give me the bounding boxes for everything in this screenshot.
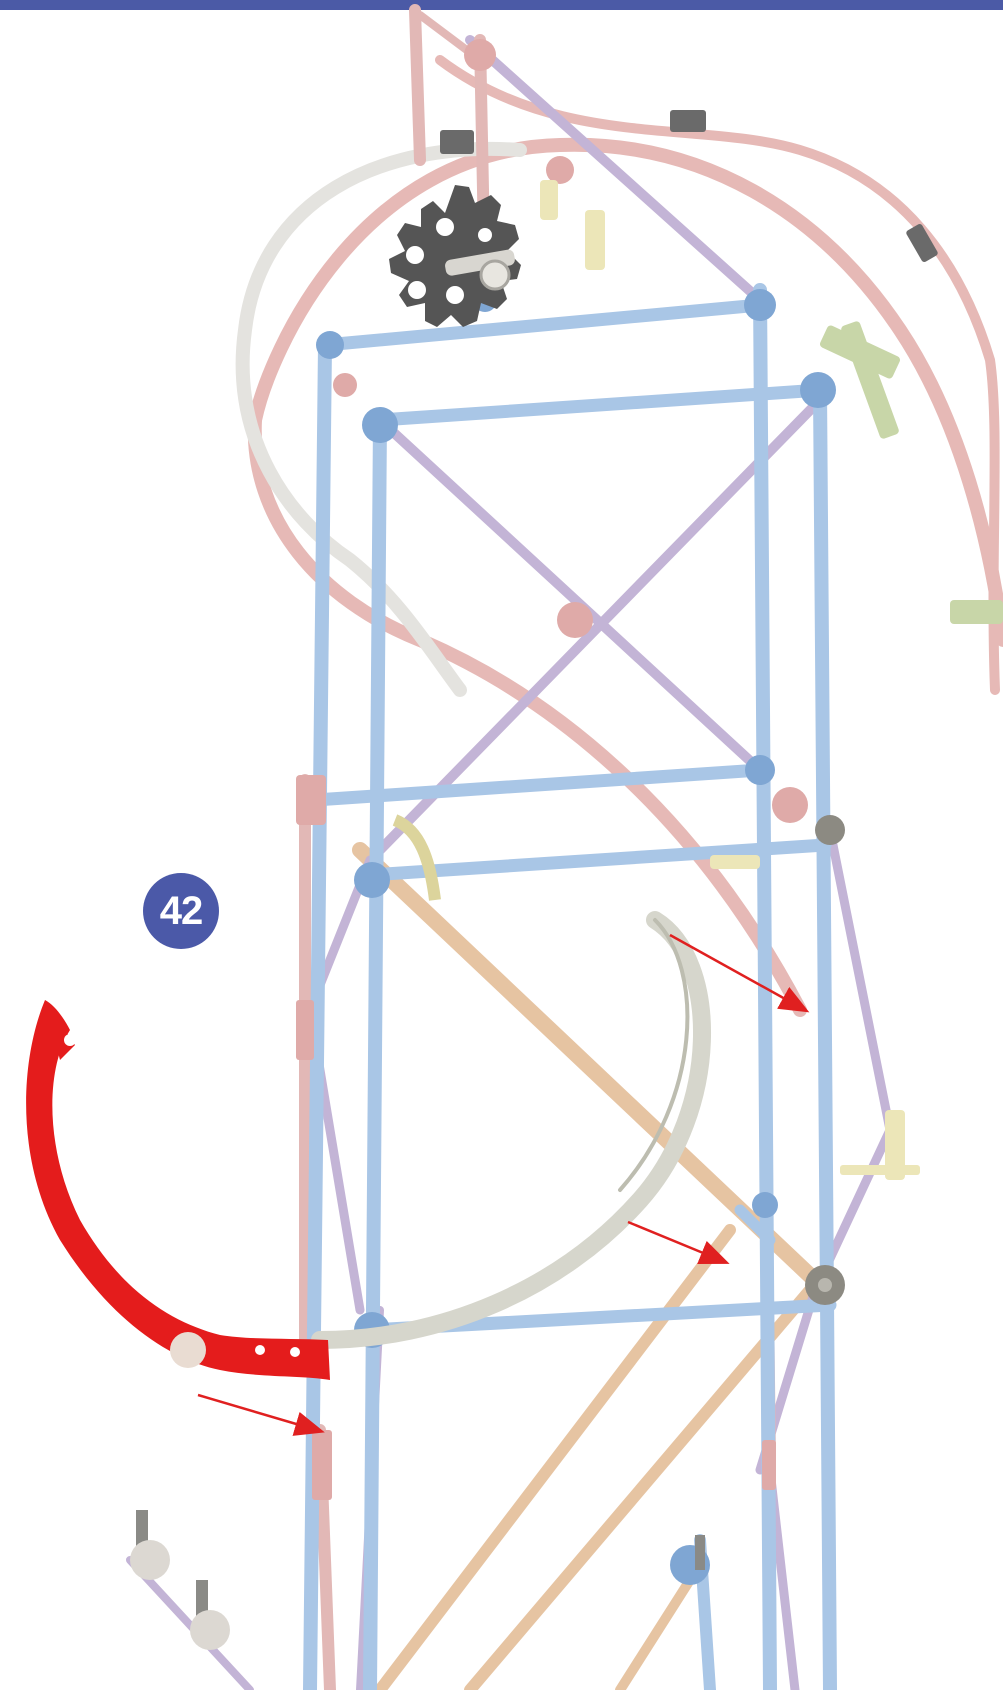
peg-stand-parts [130,1510,705,1650]
rail-brake-parts [440,110,938,262]
white-coaster-rail [235,142,527,697]
placement-arrow-icon [627,1220,730,1265]
gray-connectors [805,815,845,1305]
green-parts [819,321,1003,624]
yellow-parts [392,180,920,1180]
placement-arrows [197,933,810,1436]
blue-tower-frame [303,283,837,1690]
tan-diagonal-rods [352,842,828,1690]
pink-connectors [296,39,808,1500]
step-number-badge: 42 [143,873,219,949]
placement-arrow-icon [669,933,810,1013]
pink-coaster-rail [247,55,1003,1017]
step-number: 42 [159,888,203,933]
header-bar [0,0,1003,10]
new-track-piece-icon [26,1000,330,1380]
gray-curved-track [311,911,712,1349]
placement-arrow-icon [197,1393,325,1436]
blue-connectors [316,288,836,1585]
gear-icon [389,185,521,327]
